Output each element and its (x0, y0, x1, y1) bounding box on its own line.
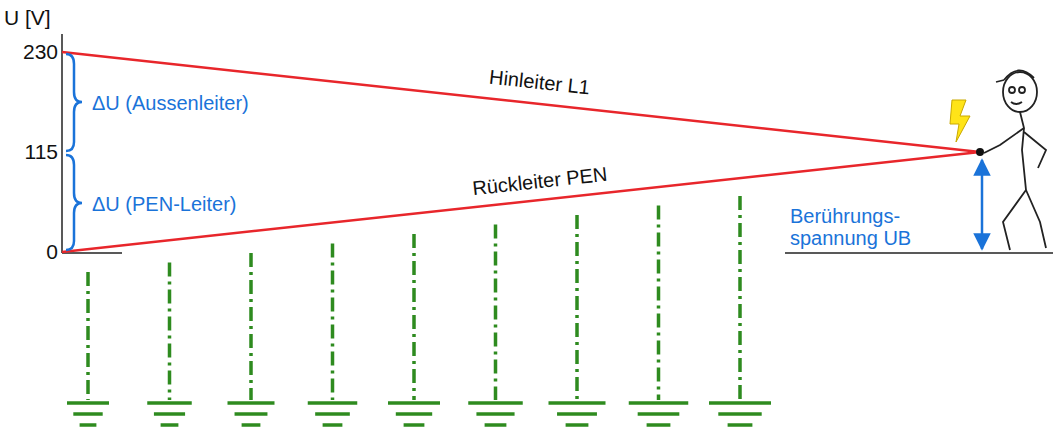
earth-electrodes (67, 196, 771, 425)
ground-symbol (728, 423, 753, 427)
ground-symbol (629, 401, 689, 405)
electrode-rod (168, 263, 172, 401)
voltage-drop-label: ΔU (Aussenleiter) (92, 92, 249, 114)
ground-symbol (638, 412, 680, 416)
y-axis (61, 34, 63, 253)
ground-symbol (468, 401, 523, 405)
voltage-arrow (981, 160, 984, 249)
contact-point (976, 148, 984, 156)
axis-tick: 0 (46, 240, 58, 263)
ground-symbol (154, 412, 185, 416)
ground-symbol (73, 412, 102, 416)
electrode-rod (494, 225, 498, 401)
voltage-drop-label: ΔU (PEN-Leiter) (92, 193, 237, 215)
ground-symbol (718, 412, 761, 416)
electrode-rod (412, 234, 416, 400)
electrode-rod (331, 244, 335, 401)
ground-symbol (67, 401, 109, 405)
electrode-rod (657, 206, 661, 401)
ground-symbol (557, 412, 597, 416)
lightning-bolt (950, 100, 970, 142)
axis-tick: 230 (23, 40, 58, 63)
ground-symbol (228, 401, 275, 405)
ground-symbol (308, 401, 358, 405)
ground-line (785, 252, 1053, 254)
pen-conductor (62, 152, 980, 252)
ground-symbol (709, 401, 771, 405)
person-figure (984, 70, 1046, 250)
phase-conductor (62, 52, 980, 152)
ground-symbol (147, 401, 192, 405)
electrode-rod (86, 272, 90, 400)
ground-symbol (549, 401, 606, 405)
electrode-rod (249, 253, 253, 400)
ground-symbol (647, 423, 671, 427)
ground-line (62, 252, 122, 254)
ground-symbol (161, 423, 179, 427)
ground-symbol (404, 423, 425, 427)
ground-symbol (485, 423, 507, 427)
ground-symbol (566, 423, 589, 427)
ground-symbol (396, 412, 432, 416)
brace (66, 54, 82, 151)
ground-symbol (388, 401, 440, 405)
axis-tick: 115 (25, 140, 58, 163)
conductor-label: Hinleiter L1 (489, 66, 592, 99)
brace (66, 155, 82, 250)
axis-title: U [V] (4, 6, 51, 29)
ground-symbol (242, 423, 261, 427)
electrode-rod (575, 215, 579, 400)
touch-voltage-label: Berührungs- spannung UB (790, 205, 940, 249)
ground-symbol (80, 423, 97, 427)
electrode-rod (738, 196, 742, 400)
ground-symbol (235, 412, 268, 416)
ground-symbol (476, 412, 514, 416)
ground-symbol (323, 423, 343, 427)
ground-symbol (315, 412, 350, 416)
